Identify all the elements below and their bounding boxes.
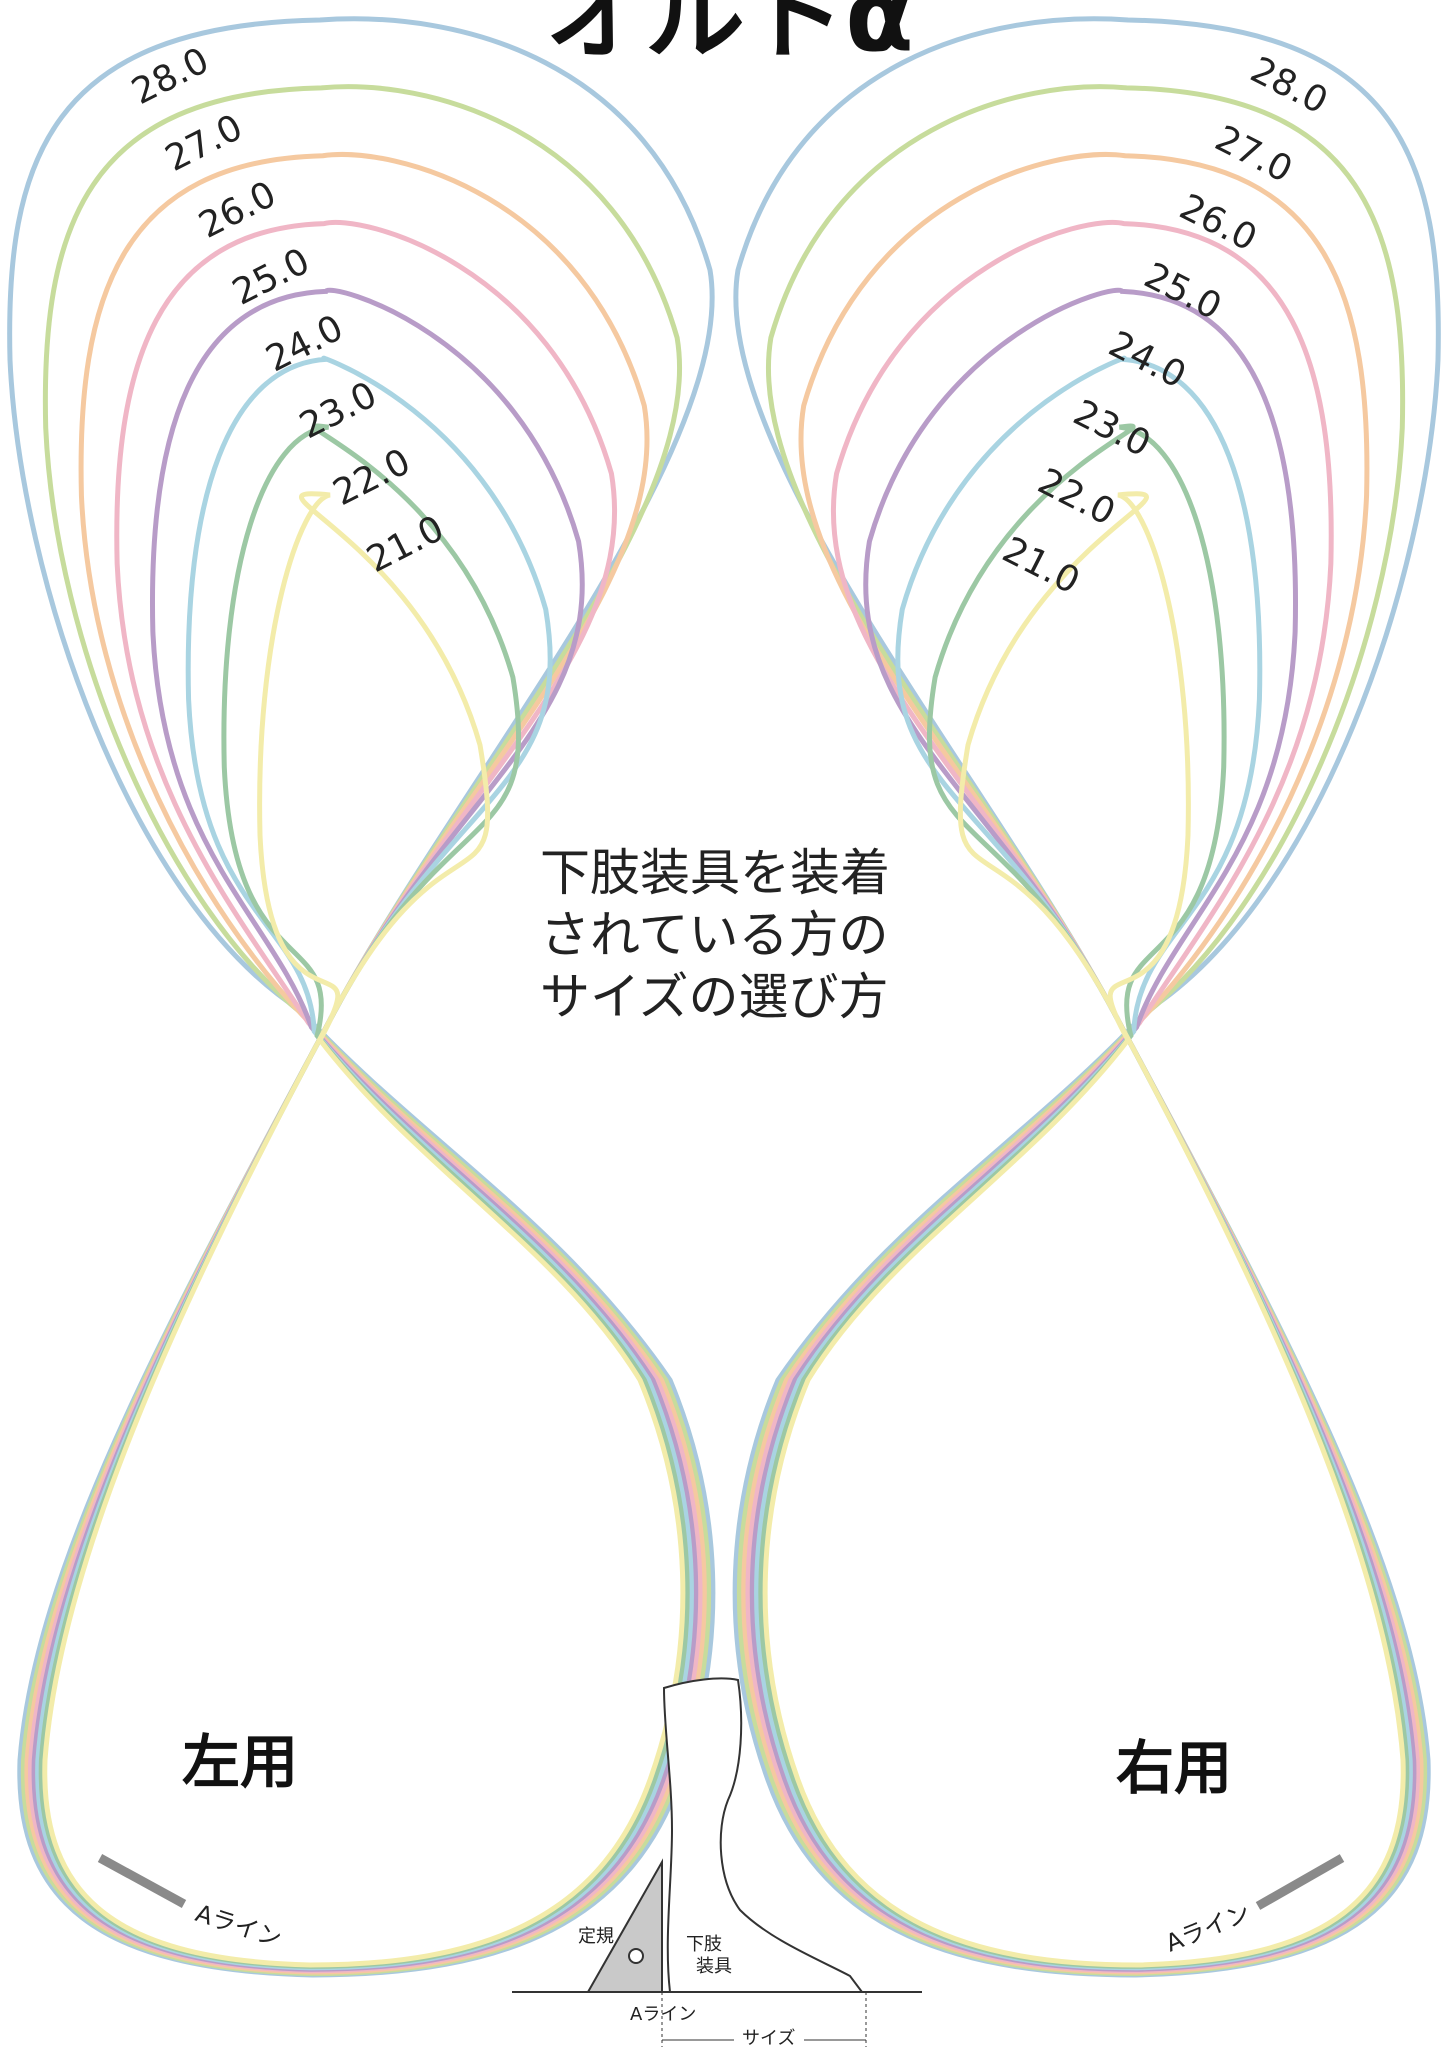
right-a-line-label: Aライン bbox=[1162, 1898, 1254, 1957]
right-outline-21-0 bbox=[762, 491, 1406, 1968]
ruler-label: 定規 bbox=[578, 1926, 614, 1947]
left-a-line-label: Aライン bbox=[192, 1899, 285, 1953]
logo-text: オルトα bbox=[545, 0, 914, 74]
right-size-labels: 28.027.026.025.024.023.022.021.0 bbox=[996, 49, 1334, 602]
left-outline-27-0 bbox=[20, 84, 712, 1977]
title-line-2: されている方の bbox=[540, 906, 889, 964]
title-line-3: サイズの選び方 bbox=[540, 968, 889, 1026]
right-size-label: 21.0 bbox=[996, 529, 1086, 602]
figure-size-label: サイズ bbox=[742, 2028, 795, 2047]
left-size-label: 24.0 bbox=[260, 308, 350, 381]
right-size-label: 24.0 bbox=[1102, 324, 1192, 397]
ruler-hole bbox=[628, 1948, 644, 1964]
left-size-label: 26.0 bbox=[193, 174, 283, 247]
right-size-label: 23.0 bbox=[1067, 392, 1157, 465]
brace-label-line-2: 装具 bbox=[696, 1956, 732, 1977]
right-size-label: 25.0 bbox=[1138, 255, 1228, 328]
right-outline-24-0 bbox=[749, 287, 1417, 1972]
left-outline-26-0 bbox=[24, 152, 707, 1975]
left-outline-21-0 bbox=[42, 491, 686, 1968]
right-outline-27-0 bbox=[736, 84, 1428, 1977]
left-size-labels: 28.027.026.025.024.023.022.021.0 bbox=[125, 40, 450, 581]
left-outline-22-0 bbox=[38, 423, 690, 1969]
ruler-triangle bbox=[586, 1858, 663, 1993]
right-outline-22-0 bbox=[758, 423, 1410, 1969]
brace-label-line-1: 下肢 bbox=[686, 1934, 722, 1955]
left-a-line-bar bbox=[97, 1854, 187, 1908]
right-size-label: 22.0 bbox=[1031, 461, 1121, 534]
left-size-label: 23.0 bbox=[293, 374, 383, 447]
left-size-label: 28.0 bbox=[125, 40, 215, 113]
measurement-figure: 定規 下肢 装具 Aライン サイズ bbox=[512, 1677, 922, 2049]
size-label-bg bbox=[734, 2026, 804, 2047]
figure-a-line-label: Aライン bbox=[630, 2004, 696, 2025]
right-a-line-bar bbox=[1255, 1854, 1345, 1910]
left-size-label: 22.0 bbox=[327, 441, 417, 514]
right-foot-label: 右用 bbox=[1116, 1734, 1232, 1802]
left-size-label: 21.0 bbox=[360, 508, 450, 581]
right-size-label: 27.0 bbox=[1208, 118, 1298, 191]
title-line-1: 下肢装具を装着 bbox=[540, 844, 890, 902]
right-size-label: 26.0 bbox=[1173, 187, 1263, 260]
brace-outline bbox=[662, 1677, 864, 1993]
insole-outlines bbox=[7, 16, 1441, 1978]
left-foot-label: 左用 bbox=[182, 1728, 298, 1796]
